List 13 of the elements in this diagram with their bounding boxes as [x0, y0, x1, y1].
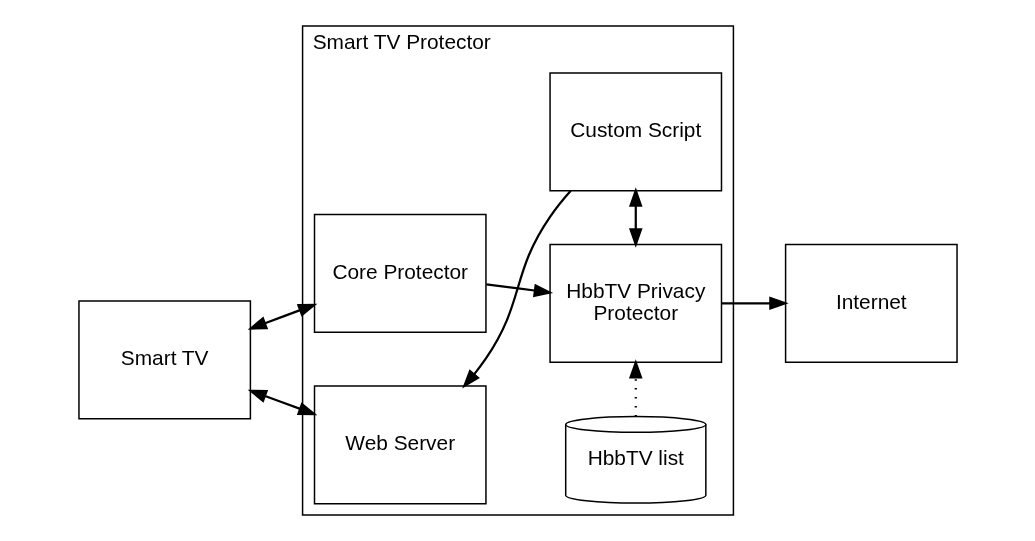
- node-box: Smart TV: [77, 300, 251, 420]
- node-box: Core Protector: [313, 213, 487, 334]
- arrow: [628, 187, 643, 248]
- arrow: [247, 389, 317, 416]
- node-box: Internet: [784, 243, 958, 363]
- arrow: [628, 359, 643, 417]
- arrow: [247, 303, 317, 330]
- arrow: [461, 190, 572, 389]
- node-box: Custom Script: [548, 72, 722, 192]
- node-box: Web Server: [313, 385, 487, 505]
- node-box: HbbTV Privacy Protector: [548, 243, 722, 363]
- arrow: [485, 283, 553, 298]
- arrow: [721, 296, 789, 311]
